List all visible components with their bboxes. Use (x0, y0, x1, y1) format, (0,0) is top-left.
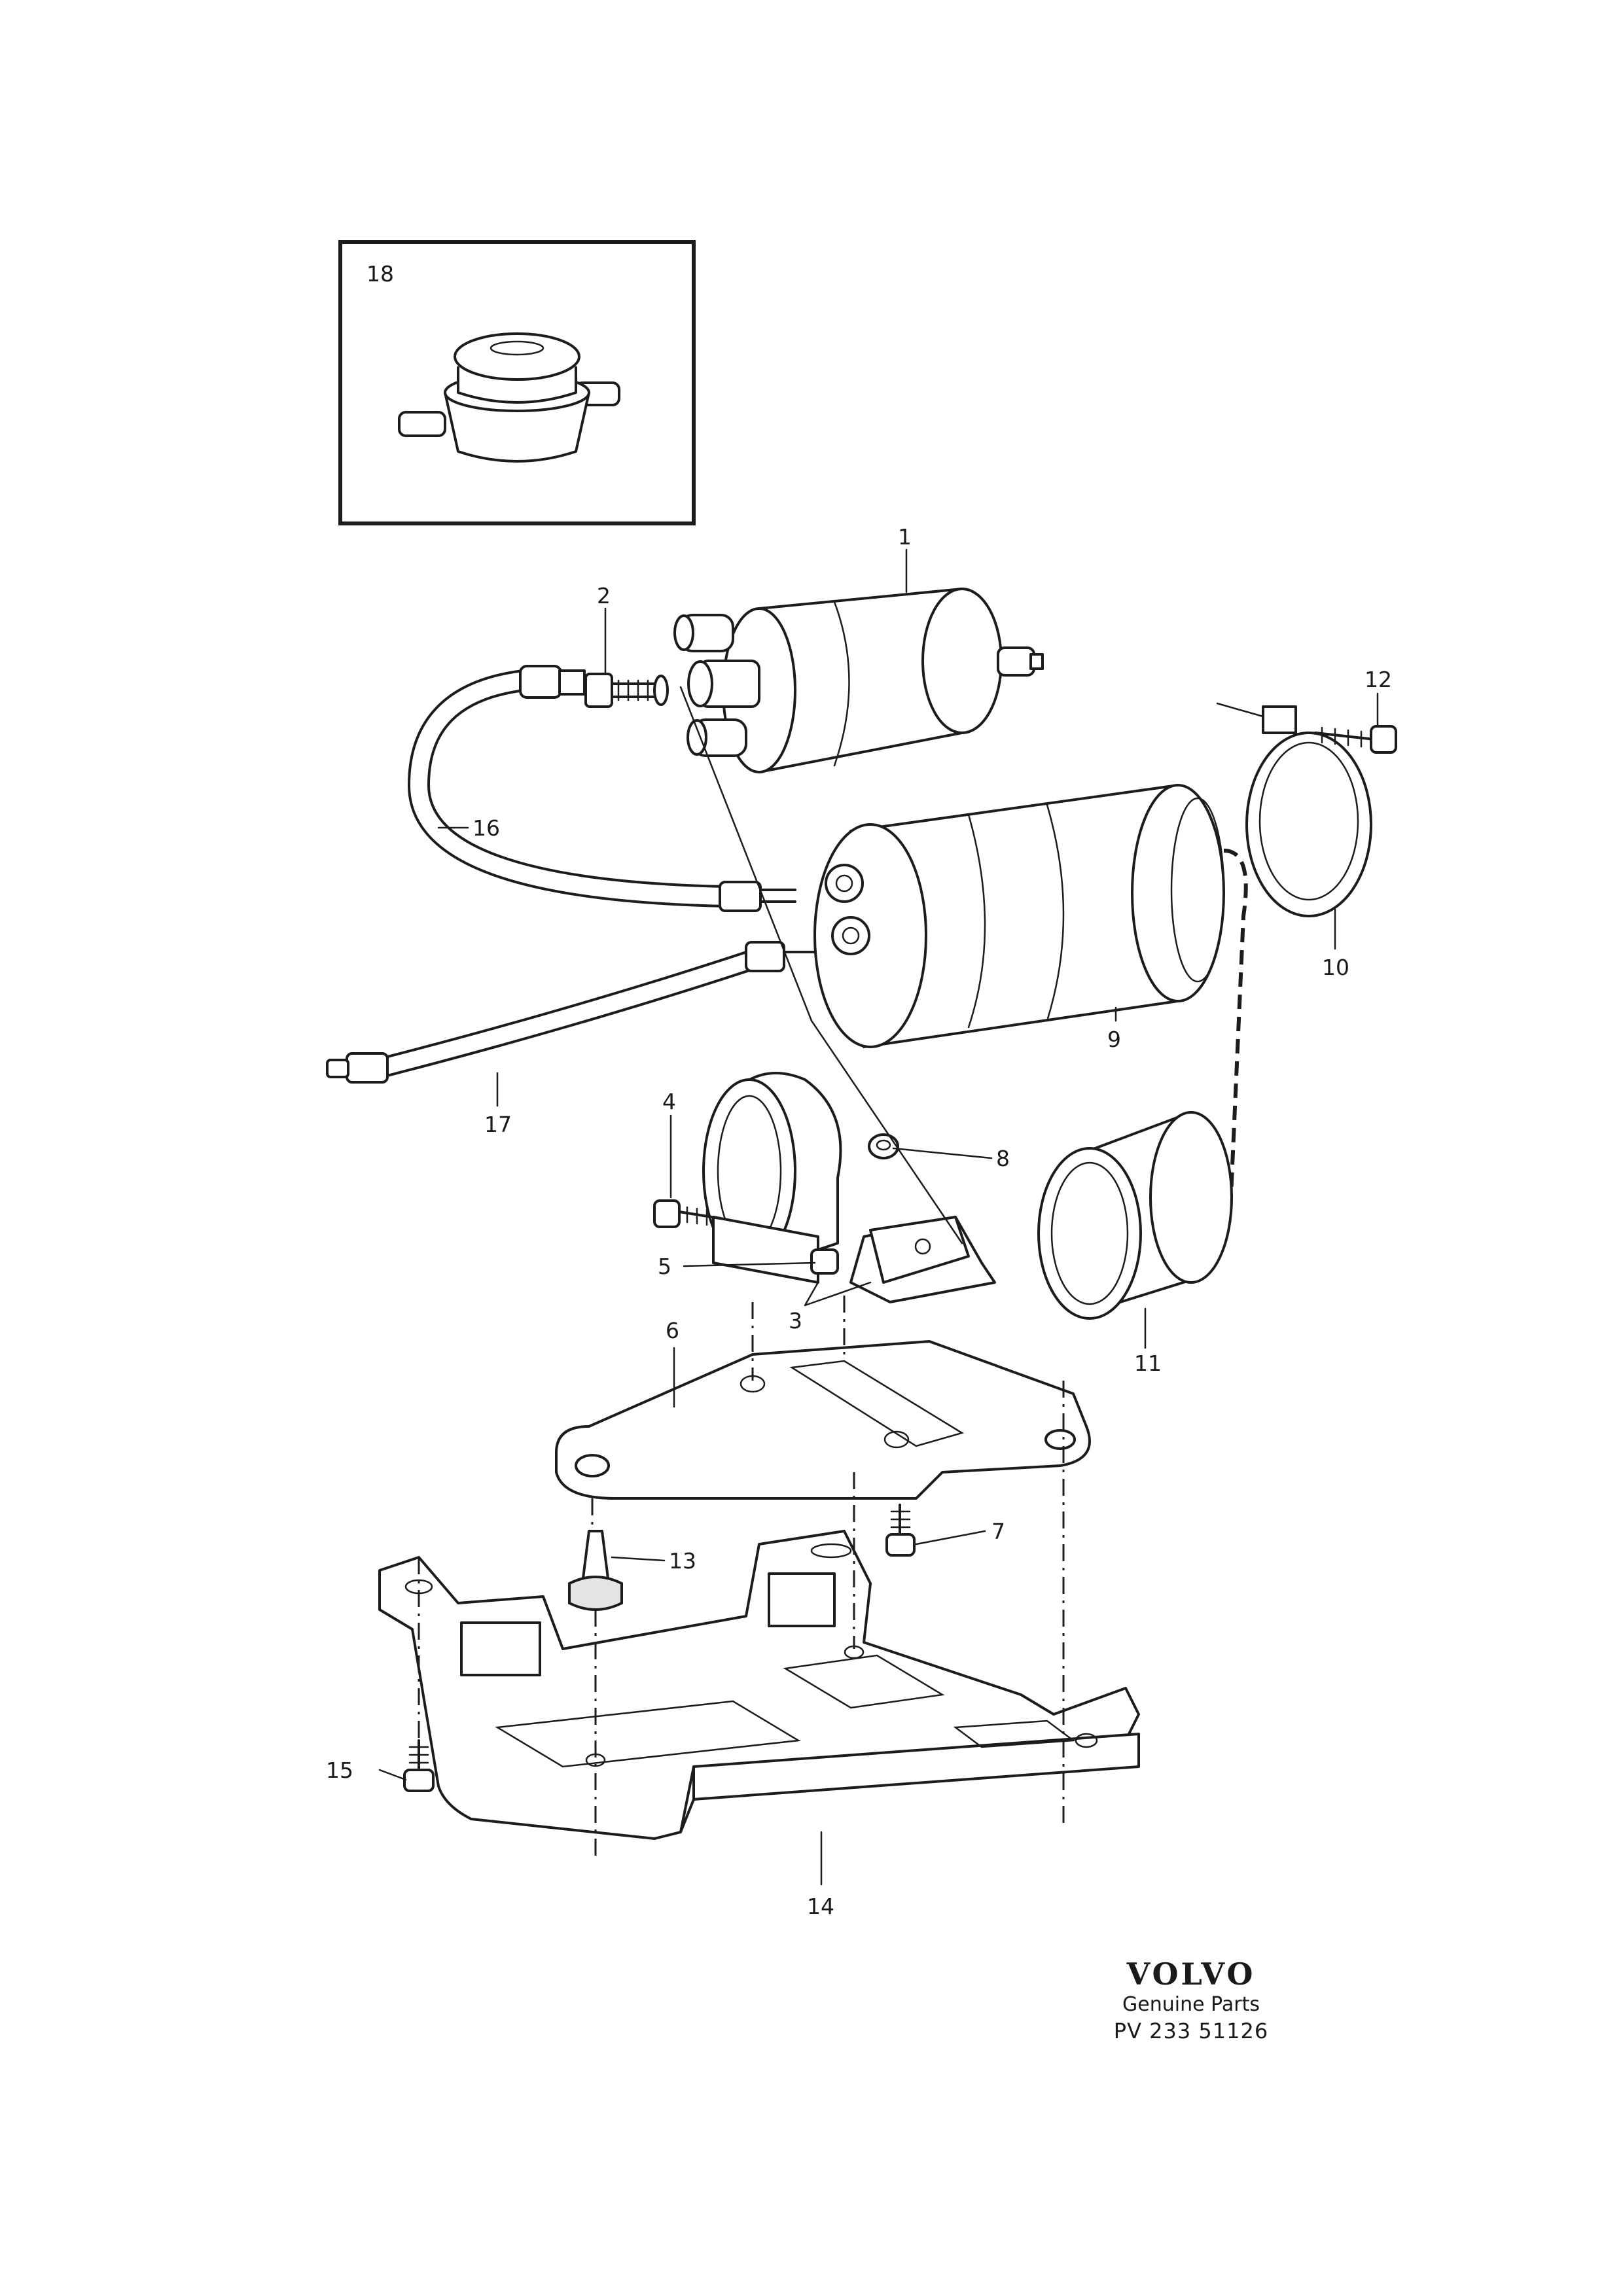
callout-3: 3 (789, 1308, 802, 1333)
screw-part-7 (885, 1504, 916, 1557)
inset-box-item-18 (338, 240, 696, 525)
plate-part-6 (555, 1340, 1091, 1500)
connector-part-2 (584, 673, 669, 708)
callout-11: 11 (1134, 1351, 1162, 1376)
hose-part-16 (407, 665, 796, 912)
callout-labels: 18 1 2 12 16 10 9 17 4 8 5 3 6 11 7 13 1… (326, 261, 1392, 1919)
leader-lines (378, 548, 1379, 1886)
part-code: PV 233 51126 (1113, 2019, 1269, 2043)
callout-18: 18 (366, 261, 394, 287)
callout-15: 15 (326, 1757, 353, 1783)
buffer-part-13 (568, 1530, 623, 1611)
fuel-pump-part-1 (673, 588, 1044, 773)
callout-16: 16 (473, 815, 500, 841)
screw-part-15 (403, 1739, 435, 1792)
callout-7: 7 (991, 1519, 1005, 1544)
callout-4: 4 (662, 1089, 676, 1114)
callout-8: 8 (996, 1146, 1010, 1171)
callout-6: 6 (666, 1318, 679, 1343)
nut-part-8 (868, 1133, 899, 1159)
callout-5: 5 (658, 1254, 671, 1279)
callout-10: 10 (1322, 955, 1349, 980)
clamp-part-10 (1216, 702, 1372, 917)
dashed-link-10-11 (1223, 849, 1248, 1211)
hose-part-17 (326, 941, 819, 1084)
callout-13: 13 (669, 1548, 696, 1574)
screw-part-4 (653, 1199, 721, 1228)
bracket-part-3 (702, 1072, 996, 1303)
callout-2: 2 (597, 583, 611, 609)
callout-12: 12 (1364, 667, 1392, 692)
fuel-filter-part-9 (813, 784, 1225, 1048)
accumulator-part-18 (398, 332, 620, 463)
nut-part-5 (810, 1248, 839, 1275)
volvo-branding: VOLVO Genuine Parts PV 233 51126 (1099, 1956, 1283, 2044)
brand-subtitle: Genuine Parts (1122, 1993, 1260, 2016)
callout-1: 1 (898, 524, 912, 550)
base-plate-part-14 (378, 1530, 1140, 1840)
rubber-sleeve-part-11 (1037, 1111, 1233, 1320)
alignment-lines (418, 686, 1065, 1858)
screw-part-12 (1314, 725, 1397, 754)
callout-14: 14 (807, 1894, 834, 1919)
callout-17: 17 (484, 1112, 512, 1137)
callout-9: 9 (1107, 1027, 1121, 1052)
brand-logo: VOLVO (1126, 1956, 1256, 1992)
